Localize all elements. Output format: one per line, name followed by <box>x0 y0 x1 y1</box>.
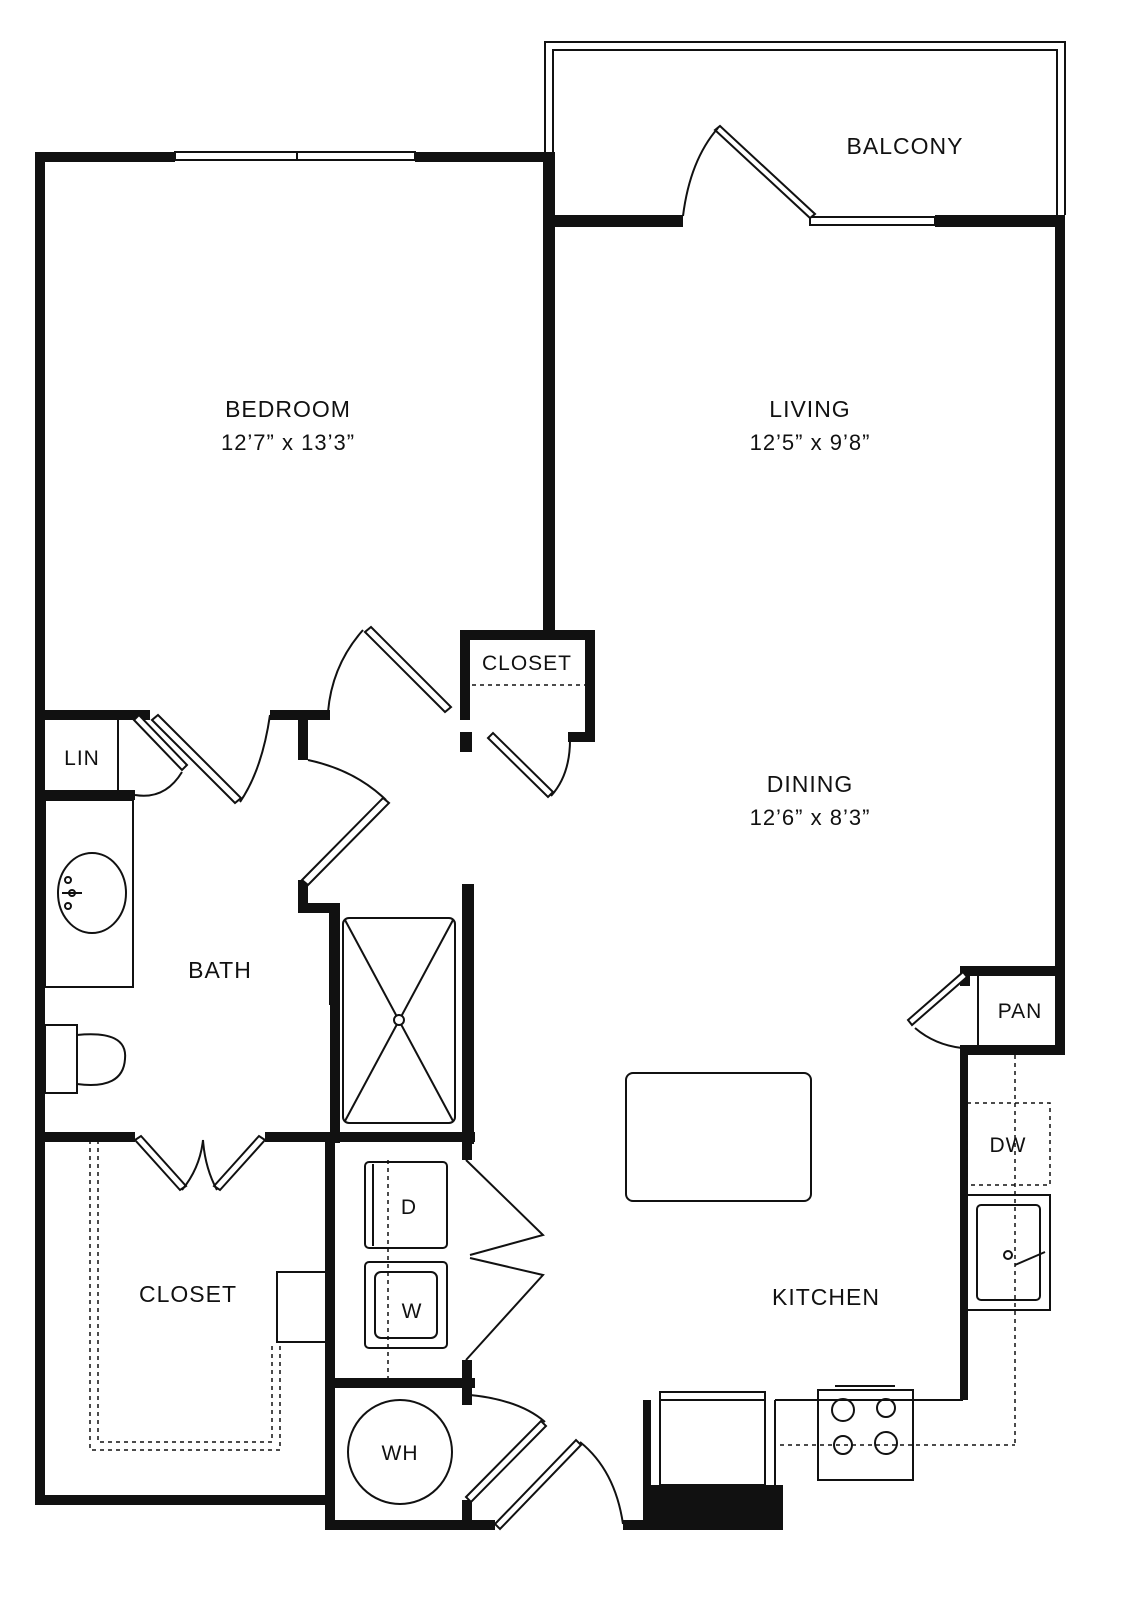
label-bath: BATH <box>188 957 252 983</box>
label-washer: W <box>402 1300 423 1323</box>
label-living: LIVING <box>769 396 850 422</box>
label-water-heater: WH <box>382 1442 419 1465</box>
linen-closet <box>35 713 189 800</box>
label-kitchen: KITCHEN <box>772 1284 880 1310</box>
label-linen: LIN <box>64 747 100 770</box>
hall-door <box>300 759 391 887</box>
walkin-closet <box>89 1132 335 1451</box>
dimension-living: 12’5” x 9’8” <box>750 430 871 455</box>
dimension-bedroom: 12’7” x 13’3” <box>221 430 355 455</box>
laundry <box>325 1140 545 1388</box>
toilet <box>44 1024 127 1094</box>
label-dishwasher: DW <box>990 1134 1027 1157</box>
bath-door <box>150 713 271 805</box>
dimension-dining: 12’6” x 8’3” <box>750 805 871 830</box>
label-dryer: D <box>401 1196 417 1219</box>
living-window <box>809 216 936 226</box>
label-pantry: PAN <box>998 1000 1043 1023</box>
shower <box>329 910 456 1124</box>
label-hall-closet: CLOSET <box>482 652 572 675</box>
bath-walls <box>35 880 475 1144</box>
kitchen-island <box>625 1072 812 1202</box>
label-walkin-closet: CLOSET <box>139 1281 237 1307</box>
label-balcony: BALCONY <box>847 133 964 159</box>
label-bedroom: BEDROOM <box>225 396 351 422</box>
bedroom-door <box>327 625 453 714</box>
bedroom-lower-walls <box>35 710 330 760</box>
room-labels: BALCONY BEDROOM 12’7” x 13’3” LIVING 12’… <box>64 133 1043 1465</box>
exterior-walls <box>35 152 1065 1530</box>
balcony-door <box>682 124 817 220</box>
pantry <box>906 970 979 1049</box>
bath-vanity <box>44 799 134 988</box>
kitchen-counters <box>659 1050 1051 1486</box>
bedroom-window <box>174 151 416 161</box>
hall-closet-walls <box>460 630 595 799</box>
water-heater-closet <box>347 1385 624 1531</box>
balcony-railing <box>544 41 1066 215</box>
walkin-closet-doors <box>133 1134 267 1192</box>
label-dining: DINING <box>767 771 854 797</box>
